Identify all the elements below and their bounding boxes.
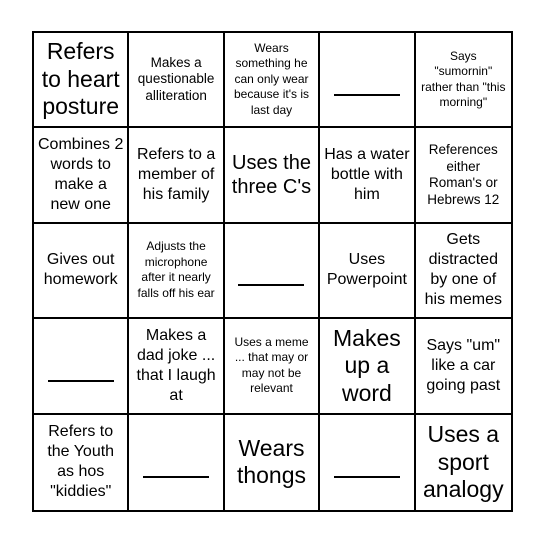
bingo-cell-blank[interactable] bbox=[320, 414, 416, 510]
cell-text: Has a water bottle with him bbox=[324, 146, 410, 204]
cell-text: Refers to the Youth as hos "kiddies" bbox=[47, 423, 115, 501]
cell-text: Gives out homework bbox=[43, 251, 118, 289]
cell-text: Says "sumornin" rather than "this mornin… bbox=[421, 48, 506, 110]
cell-text: Makes a dad joke ... that I laugh at bbox=[136, 326, 216, 404]
bingo-cell[interactable]: References either Roman's or Hebrews 12 bbox=[415, 128, 511, 224]
bingo-cell[interactable]: Wears something he can only wear because… bbox=[224, 33, 321, 129]
bingo-cell[interactable]: Gets distracted by one of his memes bbox=[415, 224, 511, 320]
cell-text: References either Roman's or Hebrews 12 bbox=[427, 142, 500, 207]
cell-text: Uses the three C's bbox=[231, 152, 312, 199]
cell-text: Says "um" like a car going past bbox=[426, 336, 501, 394]
bingo-cell[interactable]: Combines 2 words to make a new one bbox=[34, 128, 130, 224]
bingo-cell[interactable]: Uses the three C's bbox=[224, 128, 321, 224]
cell-text: Makes a questionable alliteration bbox=[137, 54, 215, 103]
bingo-cell-blank[interactable] bbox=[320, 33, 416, 129]
cell-text: Refers to heart posture bbox=[41, 38, 120, 120]
bingo-cell[interactable]: Makes a dad joke ... that I laugh at bbox=[129, 319, 225, 415]
cell-text: Wears thongs bbox=[236, 434, 307, 489]
blank-line bbox=[47, 379, 114, 382]
bingo-cell[interactable]: Gives out homework bbox=[34, 223, 130, 320]
bingo-cell[interactable]: Uses a sport analogy bbox=[416, 415, 511, 510]
cell-text: Adjusts the microphone after it nearly f… bbox=[137, 239, 215, 301]
blank-line bbox=[333, 93, 400, 96]
bingo-cell-blank[interactable] bbox=[224, 223, 321, 320]
cell-text: Combines 2 words to make a new one bbox=[38, 136, 124, 214]
blank-line bbox=[333, 476, 400, 479]
bingo-board: Refers to heart posture Makes a question… bbox=[32, 31, 513, 512]
bingo-cell[interactable]: Refers to the Youth as hos "kiddies" bbox=[34, 414, 130, 510]
blank-line bbox=[238, 284, 305, 287]
cell-text: Uses a meme ... that may or may not be r… bbox=[234, 334, 309, 396]
bingo-cell[interactable]: Adjusts the microphone after it nearly f… bbox=[129, 223, 225, 320]
cell-text: Gets distracted by one of his memes bbox=[424, 231, 502, 309]
bingo-cell[interactable]: Refers to a member of his family bbox=[129, 128, 225, 224]
bingo-cell[interactable]: Makes a questionable alliteration bbox=[129, 33, 225, 129]
cell-text: Uses Powerpoint bbox=[326, 251, 407, 289]
cell-text: Wears something he can only wear because… bbox=[233, 40, 309, 118]
bingo-cell[interactable]: Wears thongs bbox=[225, 414, 321, 510]
bingo-cell-blank[interactable] bbox=[129, 414, 225, 510]
bingo-cell[interactable]: Uses a meme ... that may or may not be r… bbox=[224, 319, 321, 415]
cell-text: Uses a sport analogy bbox=[423, 420, 504, 503]
bingo-cell[interactable]: Has a water bottle with him bbox=[320, 128, 416, 224]
cell-text: Refers to a member of his family bbox=[136, 146, 216, 204]
bingo-cell[interactable]: Says "sumornin" rather than "this mornin… bbox=[415, 33, 511, 129]
bingo-cell[interactable]: Says "um" like a car going past bbox=[415, 319, 511, 415]
cell-text: Makes up a word bbox=[333, 324, 401, 406]
bingo-cell[interactable]: Refers to heart posture bbox=[34, 33, 130, 129]
blank-line bbox=[143, 476, 210, 479]
bingo-cell[interactable]: Makes up a word bbox=[320, 319, 416, 415]
bingo-cell-blank[interactable] bbox=[34, 319, 130, 415]
bingo-cell[interactable]: Uses Powerpoint bbox=[320, 223, 416, 320]
